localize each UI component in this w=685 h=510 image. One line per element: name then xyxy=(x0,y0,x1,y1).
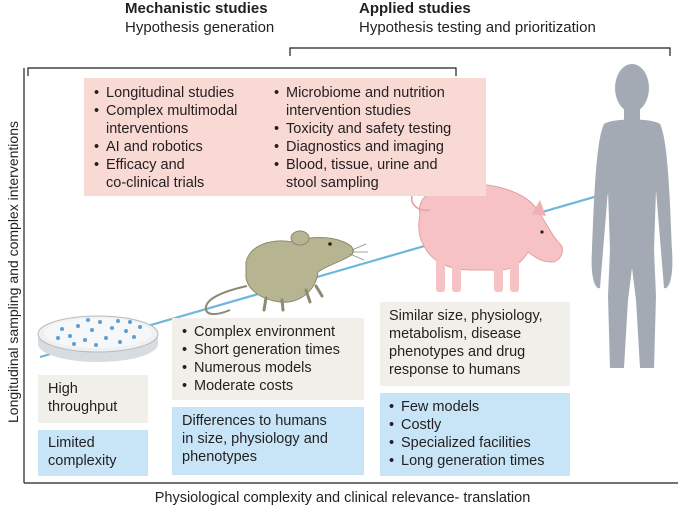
mouse-con-text: Differences to humans xyxy=(182,413,327,429)
cell-con-text: Limited xyxy=(48,435,95,451)
pig-con-item: Long generation times xyxy=(389,452,564,470)
pig-pro-text: Similar size, physiology, xyxy=(389,308,543,324)
cell-model-cons-box: Limited complexity xyxy=(38,430,148,476)
interventions-left-list: Longitudinal studies Complex multimodali… xyxy=(94,84,237,192)
pig-con-item: Few models xyxy=(389,398,564,416)
mouse-model-cons-box: Differences to humans in size, physiolog… xyxy=(172,407,364,475)
pig-icon xyxy=(410,183,563,292)
interventions-box: Longitudinal studies Complex multimodali… xyxy=(84,78,486,196)
intervention-item: Longitudinal studies xyxy=(94,84,237,102)
intervention-item: Diagnostics and imaging xyxy=(274,138,451,156)
pig-model-cons-box: Few models Costly Specialized facilities… xyxy=(380,393,570,476)
pig-con-item: Specialized facilities xyxy=(389,434,564,452)
y-axis-label: Longitudinal sampling and complex interv… xyxy=(5,121,21,423)
mechanistic-bracket xyxy=(27,67,457,76)
mouse-pro-item: Complex environment xyxy=(182,323,358,341)
mouse-pro-item: Moderate costs xyxy=(182,377,358,395)
cell-pro-text: High xyxy=(48,381,78,397)
intervention-item: AI and robotics xyxy=(94,138,237,156)
human-silhouette-icon xyxy=(591,64,673,368)
cell-model-pros-box: High throughput xyxy=(38,375,148,423)
mechanistic-title: Mechanistic studies xyxy=(125,0,268,17)
cell-pro-text: throughput xyxy=(48,399,118,415)
mouse-pro-item: Numerous models xyxy=(182,359,358,377)
mouse-model-pros-box: Complex environment Short generation tim… xyxy=(172,318,364,400)
mouse-con-text: phenotypes xyxy=(182,449,257,465)
applied-bracket xyxy=(289,47,671,56)
pig-pro-text: metabolism, disease xyxy=(389,326,522,342)
cell-con-text: complexity xyxy=(48,453,117,469)
intervention-item: Toxicity and safety testing xyxy=(274,120,451,138)
pig-model-pros-box: Similar size, physiology, metabolism, di… xyxy=(380,302,570,386)
pig-pro-text: phenotypes and drug xyxy=(389,344,526,360)
pig-pro-text: response to humans xyxy=(389,362,521,378)
mouse-con-text: in size, physiology and xyxy=(182,431,328,447)
applied-title: Applied studies xyxy=(359,0,471,17)
petri-dish-icon xyxy=(37,315,159,362)
mouse-pro-item: Short generation times xyxy=(182,341,358,359)
mechanistic-subtitle: Hypothesis generation xyxy=(125,19,275,36)
mouse-icon xyxy=(204,230,368,316)
x-axis-label: Physiological complexity and clinical re… xyxy=(154,490,531,506)
applied-subtitle: Hypothesis testing and prioritization xyxy=(359,19,596,36)
pig-con-item: Costly xyxy=(389,416,564,434)
